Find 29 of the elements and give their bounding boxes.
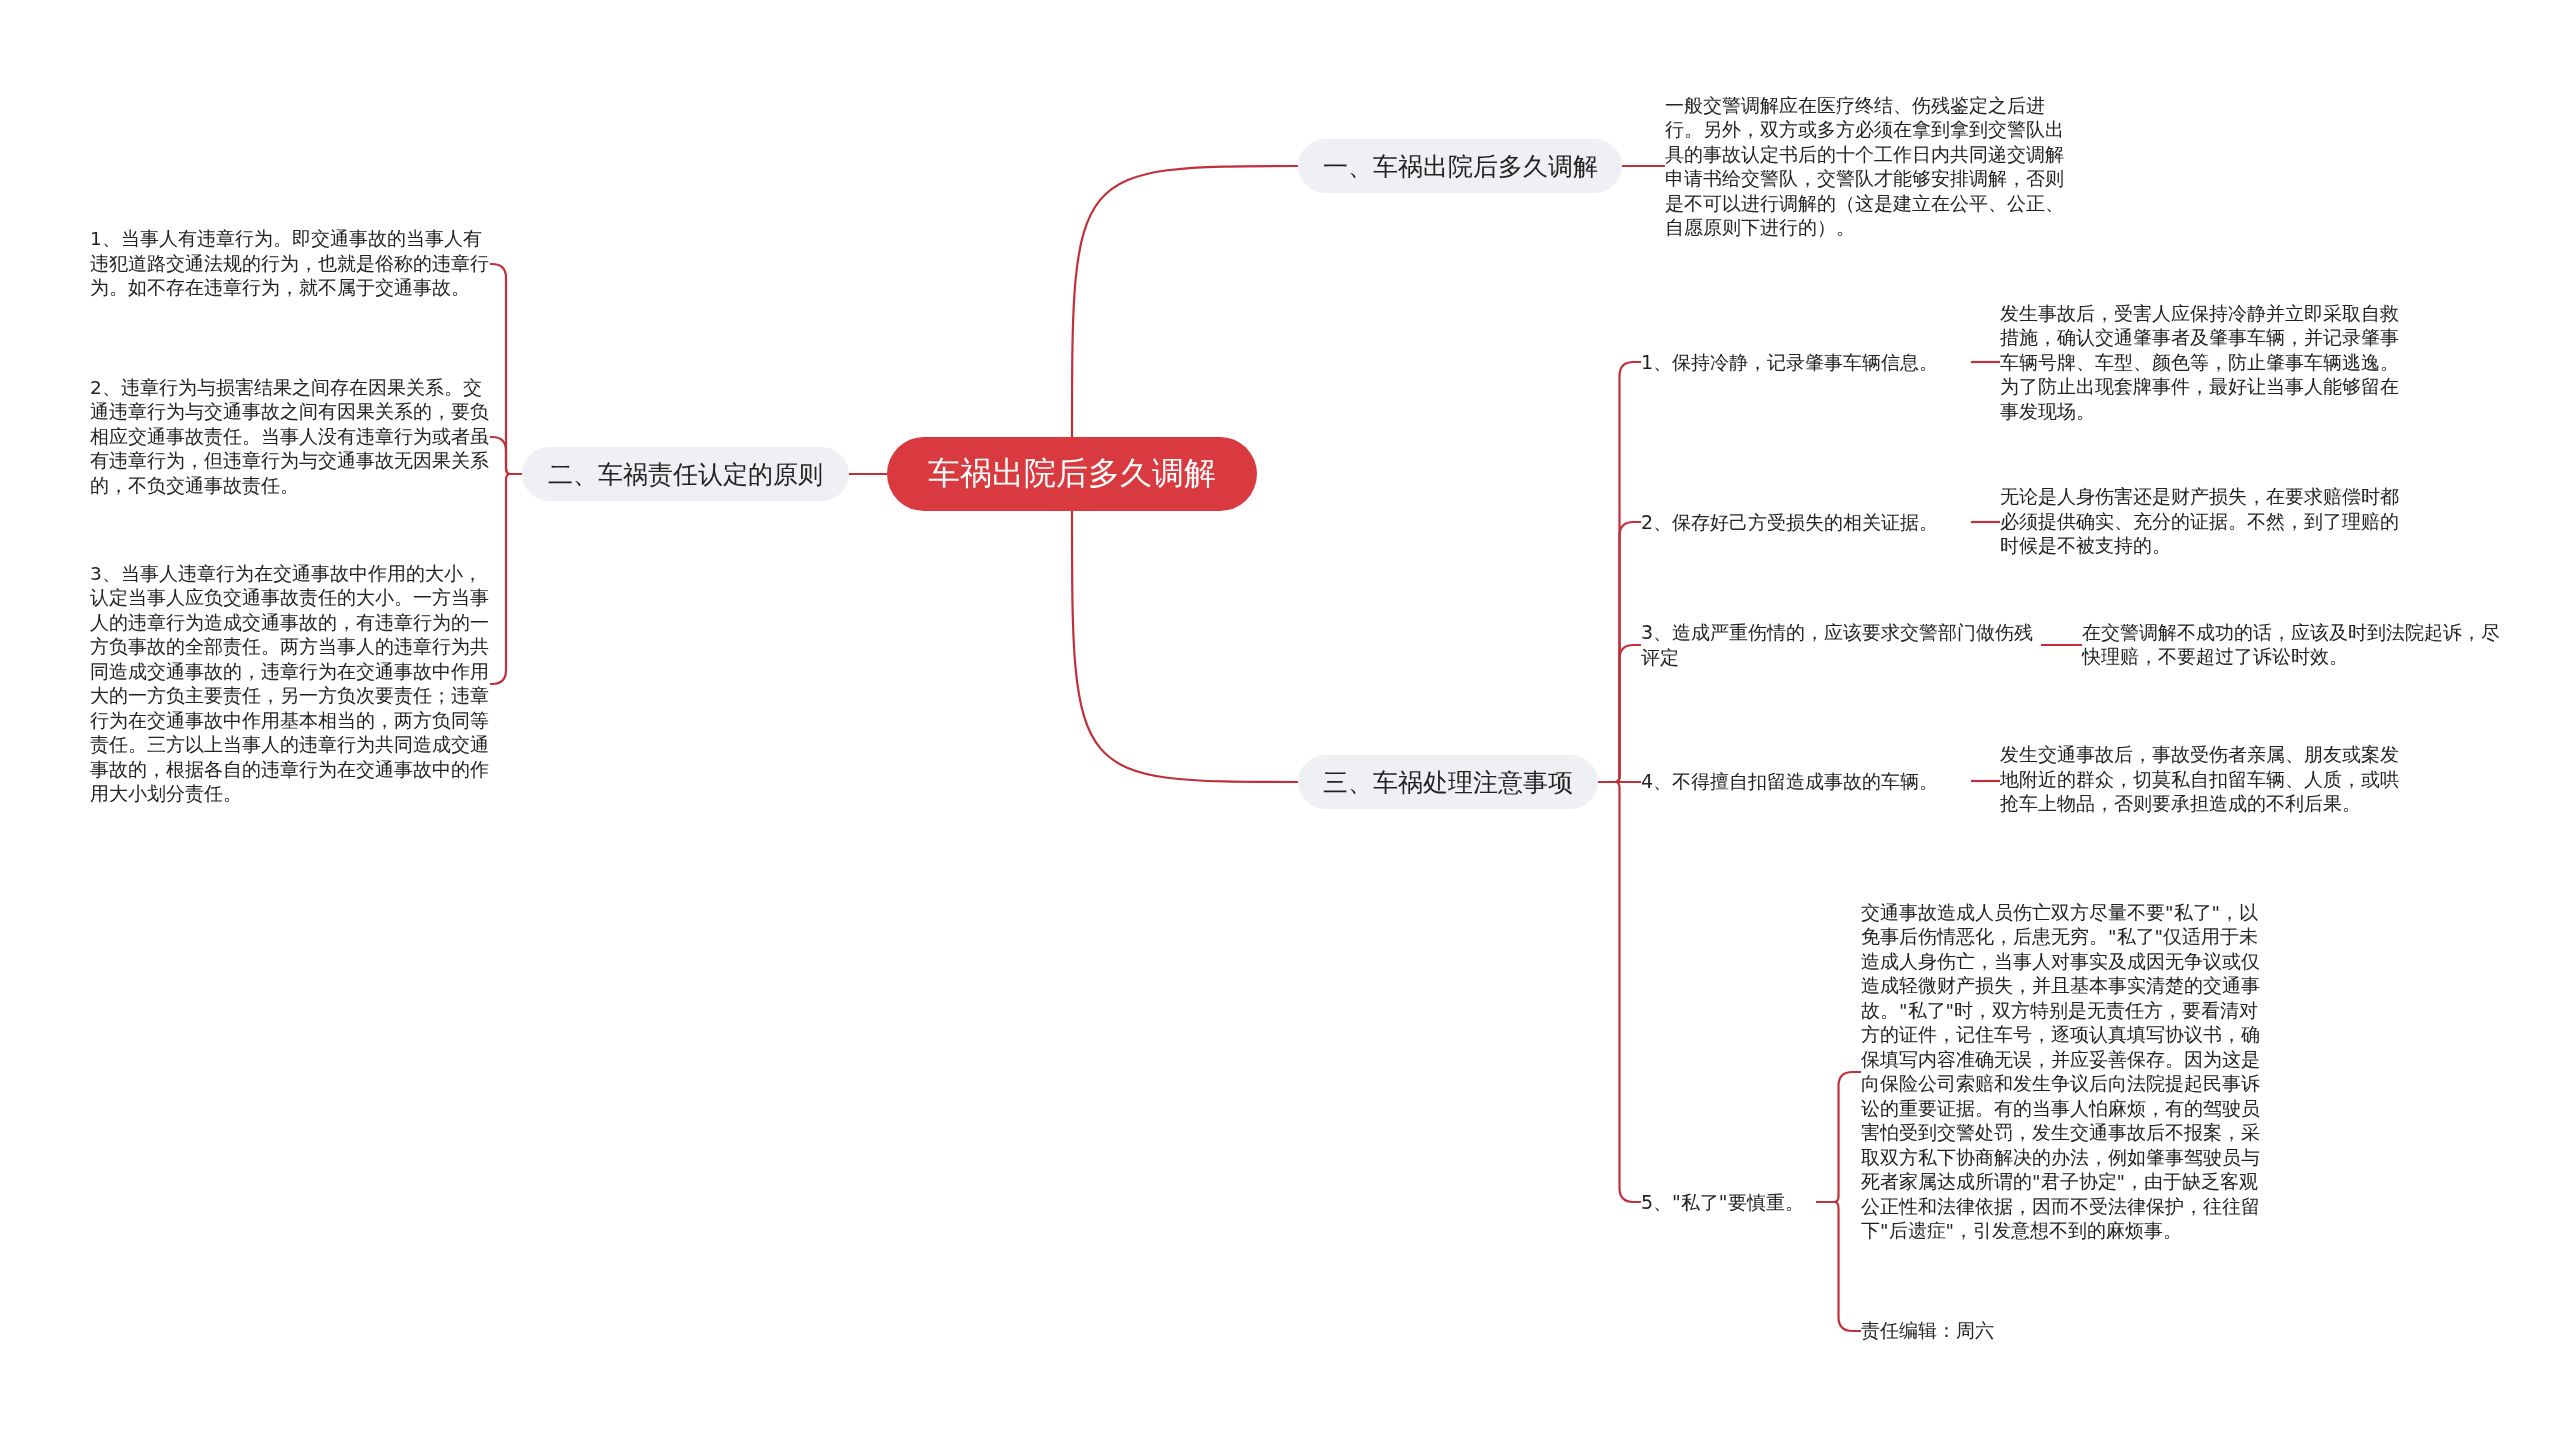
subtopic-text: 5、"私了"要慎重。 [1641, 1189, 1816, 1215]
note-text: 3、当事人违章行为在交通事故中作用的大小，认定当事人应负交通事故责任的大小。一方当事人的违章行为造成交通事故的，有违章行为的一方负事故的全部责任。两方当事人的违章行为共同造成交通事故的，违章行为在交通事故中作用大的一方负主要责任，另一方负次要责任；违章行为在交通事故中作用基本相当的，两方负同等责任。三方以上当事人的违章行为共同造成交通事故的，根据各自的违章行为在交通事故中的作用大小划分责任。 [90, 561, 490, 807]
subtopic-text: 4、不得擅自扣留造成事故的车辆。 [1641, 768, 1971, 794]
note-text: 发生事故后，受害人应保持冷静并立即采取自救措施，确认交通肇事者及肇事车辆，并记录肇事车辆号牌、车型、颜色等，防止肇事车辆逃逸。为了防止出现套牌事件，最好让当事人能够留在事发现场。 [2000, 301, 2400, 424]
note-text: 责任编辑：周六 [1861, 1318, 2081, 1343]
branch-topic: 一、车祸出院后多久调解 [1298, 139, 1622, 193]
note-text: 无论是人身伤害还是财产损失，在要求赔偿时都必须提供确实、充分的证据。不然，到了理赔的时候是不被支持的。 [2000, 485, 2400, 559]
branch-topic: 二、车祸责任认定的原则 [522, 447, 849, 501]
note-text: 交通事故造成人员伤亡双方尽量不要"私了"，以免事后伤情恶化，后患无穷。"私了"仅适用于未造成人身伤亡，当事人对事实及成因无争议或仅造成轻微财产损失，并且基本事实清楚的交通事故。"私了"时，双方特别是无责任方，要看清对方的证件，记住车号，逐项认真填写协议书，确保填写内容准确无误，并应妥善保存。因为这是向保险公司索赔和发生争议后向法院提起民事诉讼的重要证据。有的当事人怕麻烦，有的驾驶员害怕受到交警处罚，发生交通事故后不报案，采取双方私下协商解决的办法，例如肇事驾驶员与死者家属达成所谓的"君子协定"，由于缺乏客观公正性和法律依据，因而不受法律保护，往往留下"后遗症"，引发意想不到的麻烦事。 [1861, 900, 2261, 1244]
connector-line [1070, 164, 1298, 437]
note-text: 1、当事人有违章行为。即交通事故的当事人有违犯道路交通法规的行为，也就是俗称的违章行为。如不存在违章行为，就不属于交通事故。 [90, 227, 490, 301]
connector-line [490, 472, 522, 686]
note-text: 2、违章行为与损害结果之间存在因果关系。交通违章行为与交通事故之间有因果关系的，要负相应交通事故责任。当事人没有违章行为或者虽有违章行为，但违章行为与交通事故无因果关系的，不负交通事故责任。 [90, 375, 490, 498]
connector-line [1070, 511, 1298, 784]
connector-line [1971, 520, 2000, 524]
branch-topic: 三、车祸处理注意事项 [1298, 755, 1598, 809]
note-text: 一般交警调解应在医疗终结、伤残鉴定之后进行。另外，双方或多方必须在拿到拿到交警队出具的事故认定书后的十个工作日内共同递交调解申请书给交警队，交警队才能够安排调解，否则是不可以进行调解的（这是建立在公平、公正、自愿原则下进行的）。 [1665, 93, 2070, 241]
subtopic-text: 3、造成严重伤情的，应该要求交警部门做伤残评定 [1641, 620, 2041, 670]
note-text: 在交警调解不成功的话，应该及时到法院起诉，尽快理赔，不要超过了诉讼时效。 [2082, 620, 2502, 670]
connector-line [1971, 779, 2000, 783]
connector-line [1598, 780, 1641, 1204]
root-topic: 车祸出院后多久调解 [887, 437, 1257, 511]
connector-line [1971, 360, 2000, 364]
connector-line [2041, 643, 2082, 647]
note-text: 发生交通事故后，事故受伤者亲属、朋友或案发地附近的群众，切莫私自扣留车辆、人质，或哄抢车上物品，否则要承担造成的不利后果。 [2000, 743, 2400, 817]
connector-line [849, 472, 887, 476]
connector-line [1622, 164, 1665, 168]
subtopic-text: 2、保存好己方受损失的相关证据。 [1641, 509, 1971, 535]
subtopic-text: 1、保持冷静，记录肇事车辆信息。 [1641, 349, 1971, 375]
